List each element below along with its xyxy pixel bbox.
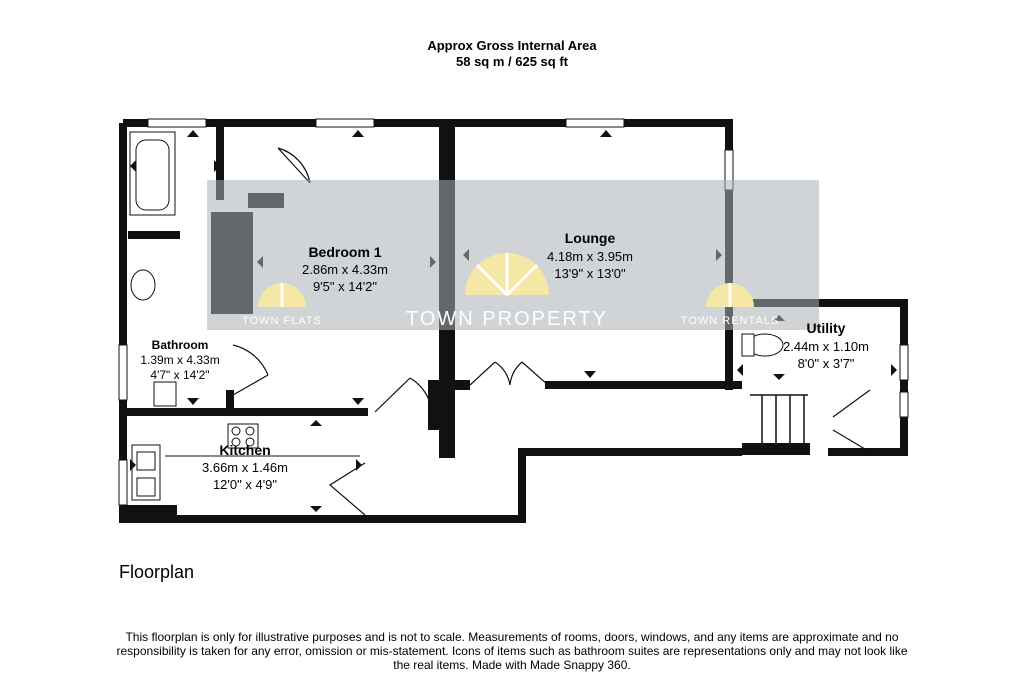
bath-toilet <box>153 381 177 407</box>
room-kitchen: Kitchen 3.66m x 1.46m 12'0" x 4'9" <box>202 442 288 492</box>
doors <box>232 147 871 516</box>
hob-ring-4 <box>245 437 255 447</box>
room-lounge-name: Lounge <box>565 230 616 246</box>
window-lounge-top <box>565 118 625 128</box>
area-header: Approx Gross Internal Area 58 sq m / 625… <box>0 38 1024 70</box>
wall-block-kitchen <box>119 505 177 523</box>
hob-ring-2 <box>245 426 255 436</box>
watermark-left-text: TOWN FLATS <box>242 315 322 327</box>
room-bathroom-metric: 1.39m x 4.33m <box>140 353 219 367</box>
window-utility-side <box>899 344 909 381</box>
hob-ring-1 <box>231 426 241 436</box>
floorplan-label: Floorplan <box>119 562 195 582</box>
room-lounge: Lounge 4.18m x 3.95m 13'9" x 13'0" <box>547 230 633 281</box>
stairs <box>750 394 808 445</box>
bathtub-inner <box>135 139 170 211</box>
stair-base <box>742 443 810 455</box>
watermark-main-text: TOWN PROPERTY <box>406 308 608 330</box>
area-value: 58 sq m / 625 sq ft <box>456 54 568 69</box>
window-entry-side <box>899 391 909 418</box>
kitchen-sink-bowl-1 <box>136 451 156 471</box>
room-bathroom-imperial: 4'7" x 14'2" <box>150 368 209 382</box>
room-bathroom: Bathroom 1.39m x 4.33m 4'7" x 14'2" <box>140 338 219 382</box>
window-kitchen-side <box>118 459 128 506</box>
window-bath-side <box>118 344 128 401</box>
room-bedroom-metric: 2.86m x 4.33m <box>302 262 388 277</box>
room-kitchen-name: Kitchen <box>219 442 270 458</box>
room-bedroom: Bedroom 1 2.86m x 4.33m 9'5" x 14'2" <box>302 244 388 294</box>
windows <box>118 118 909 506</box>
hob-ring-3 <box>231 437 241 447</box>
room-kitchen-imperial: 12'0" x 4'9" <box>213 477 277 492</box>
room-lounge-metric: 4.18m x 3.95m <box>547 249 633 264</box>
window-bedroom <box>315 118 375 128</box>
watermark-sun-rays <box>280 253 732 307</box>
watermark-right-text: TOWN RENTALS <box>681 315 779 327</box>
basin <box>130 269 156 301</box>
room-utility-name: Utility <box>807 320 846 336</box>
room-utility-metric: 2.44m x 1.10m <box>783 339 869 354</box>
room-lounge-imperial: 13'9" x 13'0" <box>554 266 626 281</box>
room-utility-imperial: 8'0" x 3'7" <box>798 356 855 371</box>
window-bath <box>147 118 207 128</box>
room-bathroom-name: Bathroom <box>152 338 209 352</box>
utility-cistern <box>741 333 755 357</box>
disclaimer-text: This floorplan is only for illustrative … <box>116 630 908 672</box>
kitchen-sink-bowl-2 <box>136 477 156 497</box>
room-bedroom-imperial: 9'5" x 14'2" <box>313 279 377 294</box>
area-title: Approx Gross Internal Area <box>427 38 597 53</box>
wall-block-hall <box>428 380 442 430</box>
room-kitchen-metric: 3.66m x 1.46m <box>202 460 288 475</box>
wall-block-lounge <box>455 380 470 390</box>
room-bedroom-name: Bedroom 1 <box>308 244 381 260</box>
room-utility: Utility 2.44m x 1.10m 8'0" x 3'7" <box>783 320 869 371</box>
fixtures <box>129 131 784 501</box>
